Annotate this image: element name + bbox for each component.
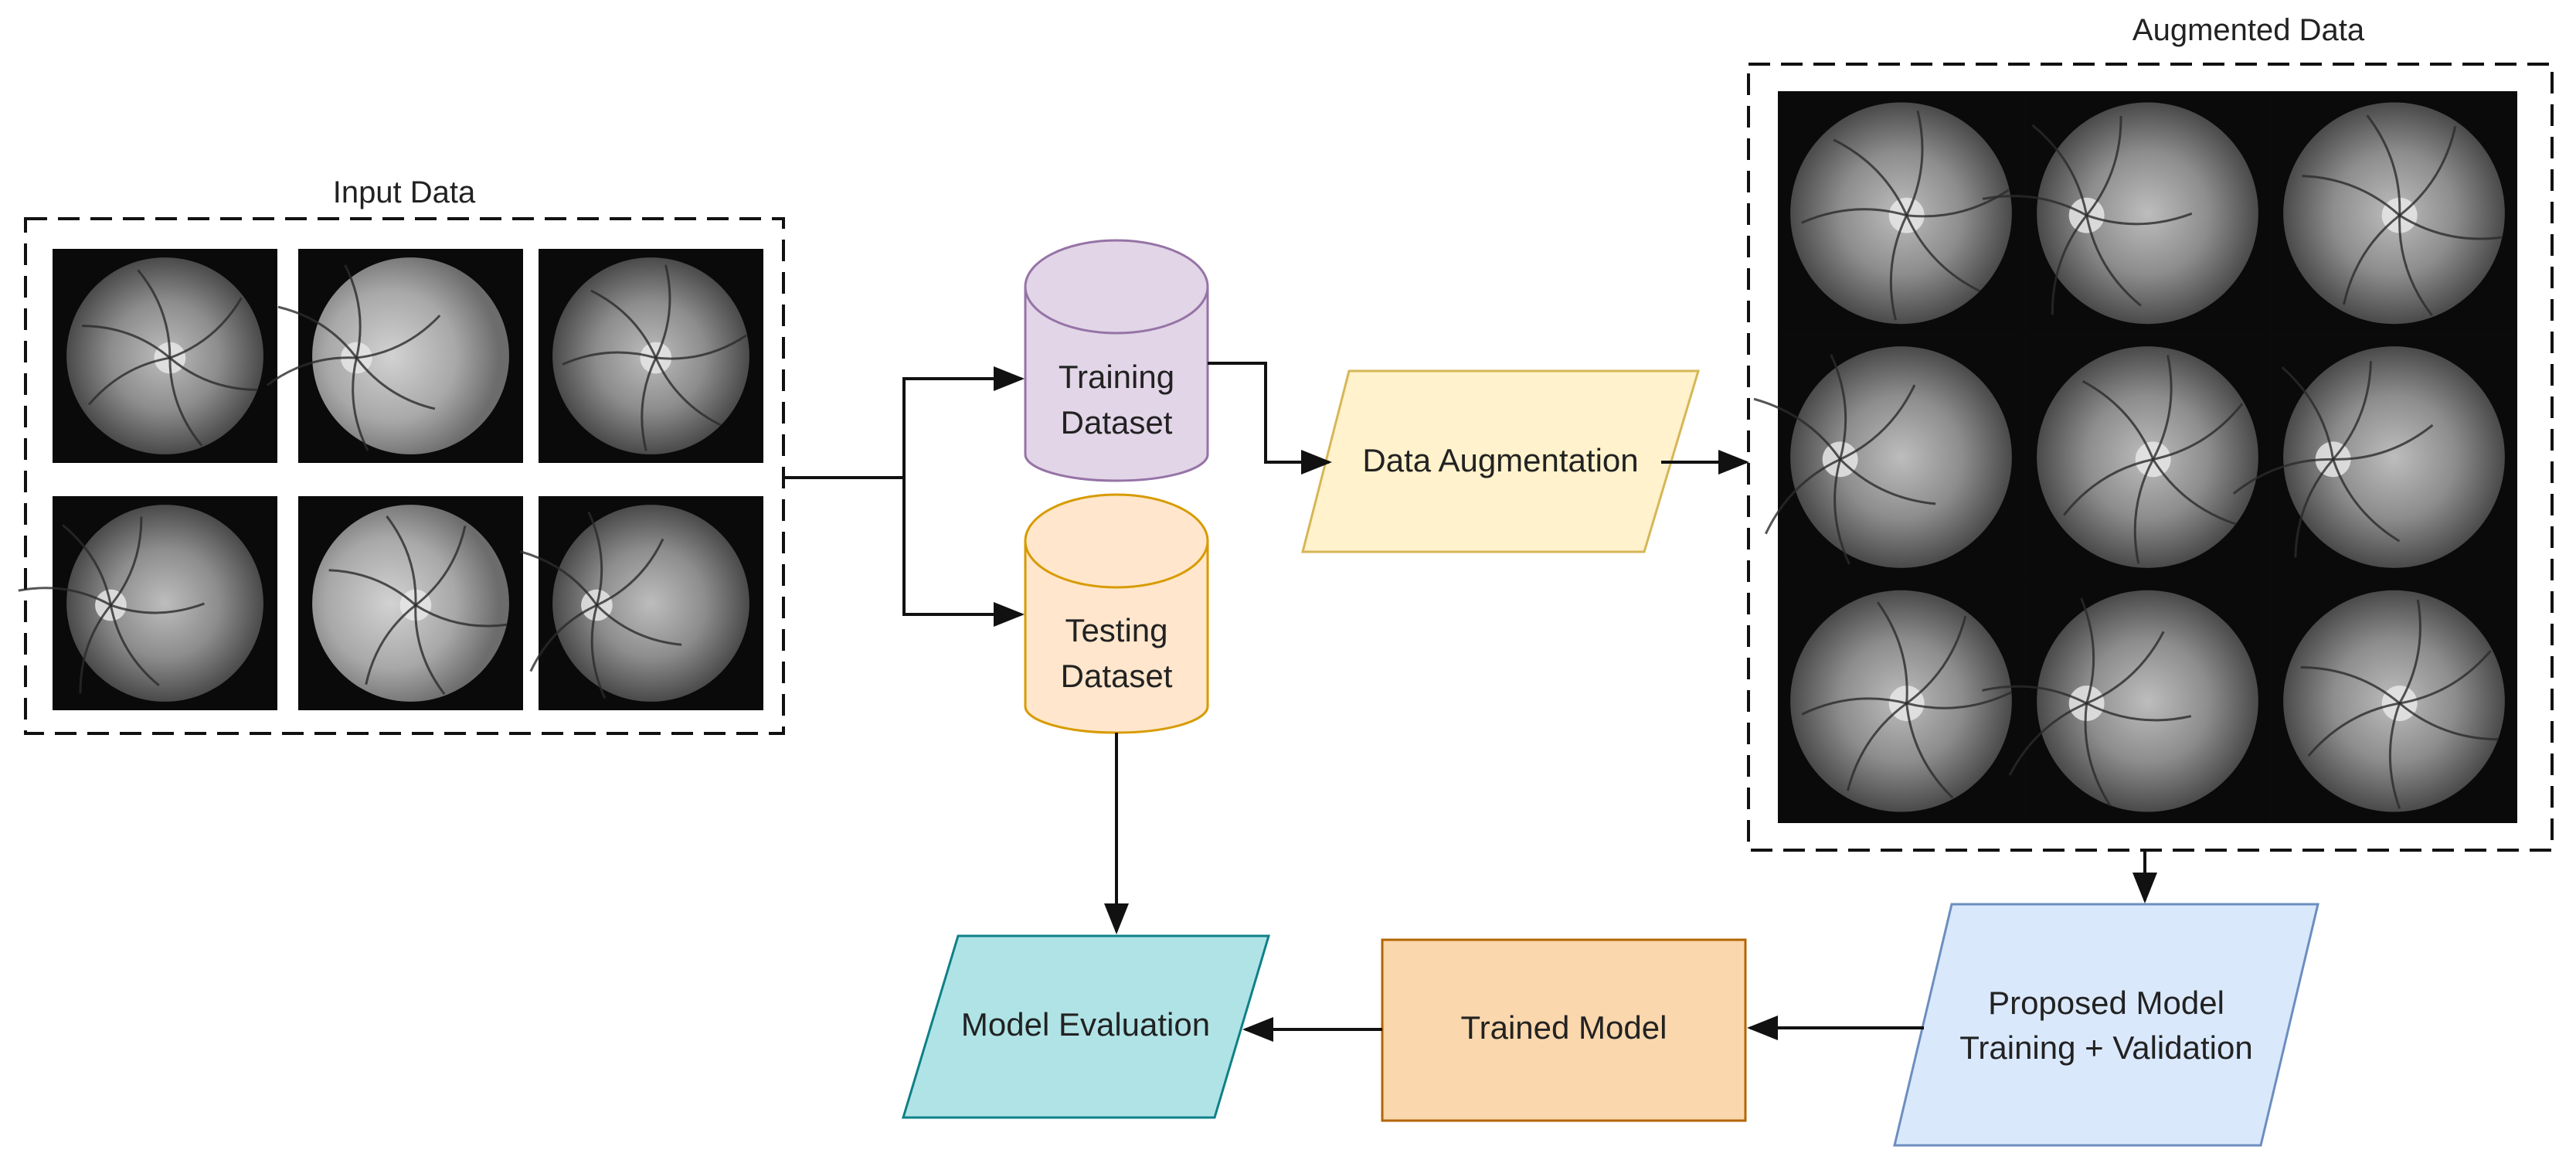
- fundus-image: [298, 496, 523, 710]
- model-evaluation-shape: [901, 934, 1271, 1119]
- fundus-image: [1753, 336, 2023, 578]
- testing-dataset-label-2: Dataset: [1061, 658, 1173, 694]
- fundus-image: [519, 496, 763, 710]
- proposed-model-shape: [1893, 903, 2319, 1147]
- proposed-model-node: Proposed Model Training + Validation: [1893, 903, 2319, 1147]
- model-evaluation-node: Model Evaluation: [901, 934, 1271, 1119]
- augmented-data-group: Augmented Data: [1747, 13, 2554, 852]
- data-augmentation-node: Data Augmentation: [1301, 369, 1701, 553]
- augmented-data-title: Augmented Data: [2133, 13, 2365, 47]
- fundus-image: [1779, 580, 2023, 822]
- testing-dataset-body: [1024, 541, 1209, 734]
- trained-model-node: Trained Model: [1381, 938, 1747, 1122]
- augmented-image-grid: [1753, 93, 2516, 822]
- testing-dataset-top: [1024, 493, 1209, 589]
- fundus-image: [53, 249, 277, 463]
- training-dataset-node: Training Dataset: [1024, 239, 1209, 482]
- fundus-image: [2232, 336, 2516, 578]
- fundus-image: [2272, 93, 2516, 334]
- fundus-image: [2272, 580, 2516, 822]
- input-data-group: Input Data: [18, 175, 785, 735]
- fundus-image: [1982, 580, 2269, 822]
- training-dataset-label-2: Dataset: [1061, 404, 1173, 441]
- fundus-image: [2026, 336, 2269, 578]
- arrow-input-to-testing: [902, 478, 1025, 627]
- testing-dataset-node: Testing Dataset: [1024, 493, 1209, 734]
- data-augmentation-shape: [1301, 369, 1701, 553]
- fundus-image: [1982, 93, 2269, 334]
- fundus-image: [539, 249, 763, 463]
- training-dataset-body: [1024, 287, 1209, 482]
- model-evaluation-label: Model Evaluation: [961, 1006, 1210, 1043]
- fundus-image: [1779, 93, 2023, 334]
- testing-dataset-label-1: Testing: [1065, 612, 1167, 648]
- augmented-data-frame: [1747, 63, 2554, 852]
- proposed-model-label-1: Proposed Model: [1988, 985, 2224, 1021]
- training-dataset-label-1: Training: [1059, 359, 1174, 395]
- proposed-model-label-2: Training + Validation: [1959, 1029, 2252, 1066]
- arrow-input-to-training: [783, 366, 1025, 479]
- trained-model-label: Trained Model: [1461, 1009, 1667, 1046]
- input-data-title: Input Data: [333, 175, 476, 209]
- input-image-grid: [18, 249, 763, 710]
- arrow-training-to-augmentation: [1208, 362, 1332, 475]
- fundus-image: [18, 496, 277, 710]
- data-augmentation-label: Data Augmentation: [1362, 442, 1638, 478]
- training-dataset-top: [1024, 239, 1209, 335]
- connectors: [783, 362, 2157, 1042]
- fundus-image: [266, 249, 523, 463]
- trained-model-shape: [1381, 938, 1747, 1122]
